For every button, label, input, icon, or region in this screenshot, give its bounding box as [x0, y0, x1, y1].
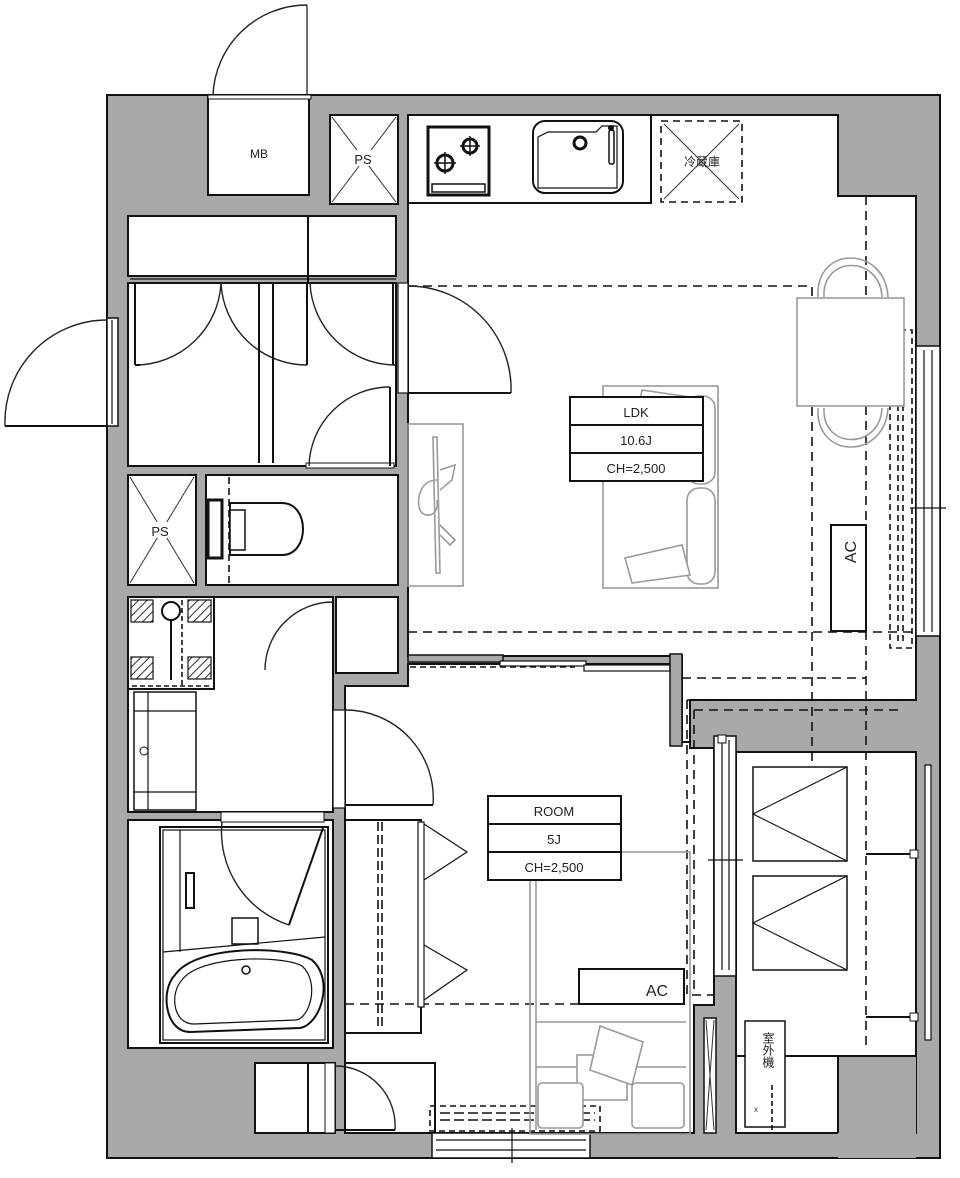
room-closet — [344, 819, 422, 1034]
mb-door — [207, 4, 312, 100]
room-label-table — [487, 795, 622, 881]
bath-unit — [159, 826, 329, 1044]
room-closet-doors — [377, 821, 469, 1030]
fridge-space — [660, 120, 743, 203]
mb-label: MB — [250, 147, 268, 161]
room-hall-door — [332, 709, 434, 809]
outdoor-unit: x — [744, 1020, 786, 1133]
kitchen-counter — [407, 114, 652, 204]
ac-ldk — [830, 524, 867, 632]
ps-top-label: PS — [354, 152, 372, 167]
room-size: 5J — [547, 832, 561, 847]
outdoor-unit-label: 室外機 — [761, 1031, 775, 1068]
ldk-label-table — [569, 396, 704, 482]
washroom-door — [264, 600, 334, 672]
washing-machine-pan — [127, 596, 215, 690]
ldk-ceiling: CH=2,500 — [607, 461, 666, 476]
bathroom-door — [220, 811, 325, 926]
bottom-storage-left — [254, 1062, 336, 1134]
fridge-label: 冷蔵庫 — [684, 155, 720, 169]
bathroom — [127, 819, 334, 1049]
room-name: ROOM — [534, 804, 574, 819]
entrance-corridor — [127, 282, 397, 467]
shoe-closet — [127, 215, 397, 277]
balcony-storage — [751, 764, 932, 1041]
wall-block-lower-right — [837, 1055, 916, 1158]
room-window-right — [703, 734, 743, 1134]
ldk-door — [397, 282, 512, 394]
ldk-name: LDK — [623, 405, 649, 420]
bottom-storage — [344, 1062, 436, 1134]
toilet-door — [305, 386, 395, 469]
vanity — [133, 691, 197, 811]
toilet-fixture — [206, 477, 304, 583]
bed — [529, 851, 691, 1135]
ps-left-label: PS — [151, 524, 169, 539]
tv-stand — [407, 423, 464, 587]
ac-room-label: AC — [646, 983, 668, 1000]
room-ceiling: CH=2,500 — [525, 860, 584, 875]
dining-table — [796, 257, 905, 448]
sink-icon — [532, 120, 624, 194]
svg-text:x: x — [754, 1105, 758, 1114]
bottom-storage-door — [307, 1062, 396, 1134]
ldk-room-partition — [407, 653, 683, 747]
mb-box — [207, 96, 310, 196]
ldk-window — [889, 329, 946, 649]
entrance-front-door — [4, 317, 119, 427]
small-closet — [335, 596, 399, 674]
entrance-closet-doors — [130, 216, 397, 463]
ps-top — [331, 116, 397, 203]
ac-room — [578, 968, 685, 1005]
ldk-size: 10.6J — [620, 433, 652, 448]
ps-left — [129, 476, 195, 584]
stove-icon — [426, 125, 491, 197]
ac-ldk-label: AC — [843, 541, 860, 563]
interior-spaces — [127, 96, 917, 1134]
